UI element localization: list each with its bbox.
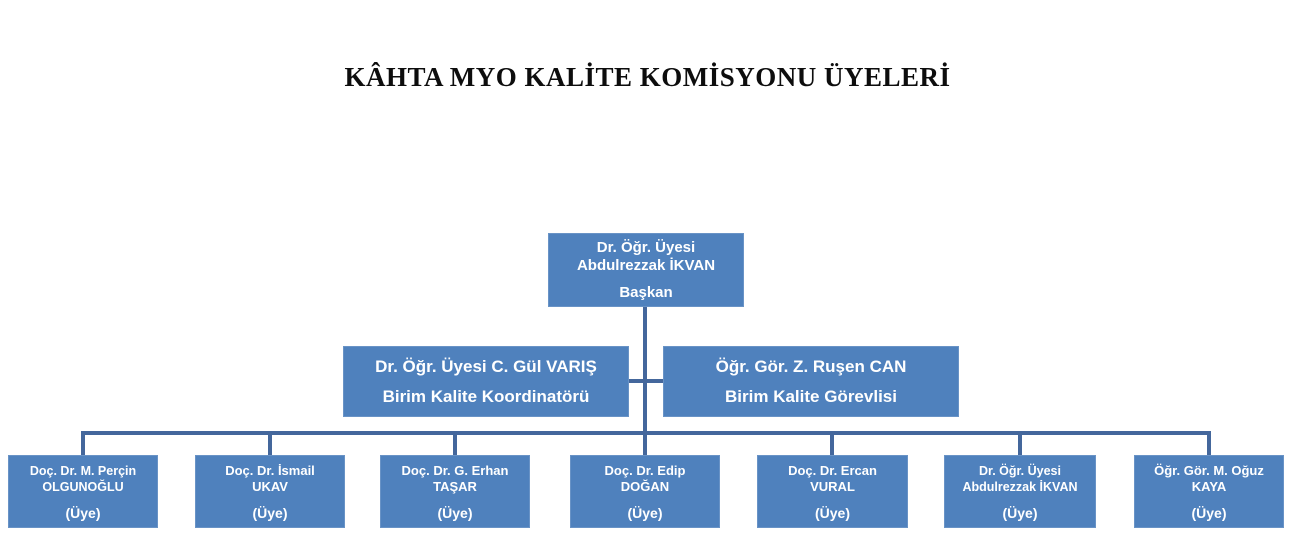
member-role-label: (Üye) bbox=[252, 504, 288, 521]
member-role-label: (Üye) bbox=[814, 504, 850, 521]
member-box-ukav: Doç. Dr. İsmail UKAV (Üye) bbox=[195, 455, 345, 528]
chairman-name-line: Abdulrezzak İKVAN bbox=[576, 256, 716, 274]
member-name-line: Doç. Dr. G. Erhan bbox=[401, 462, 509, 478]
chairman-name-line: Dr. Öğr. Üyesi bbox=[596, 238, 696, 256]
member-name-line: Doç. Dr. M. Perçin bbox=[29, 463, 137, 478]
connector-stub bbox=[1207, 431, 1211, 455]
coordinator-role-label: Birim Kalite Koordinatörü bbox=[382, 386, 590, 406]
page-title: KÂHTA MYO KALİTE KOMİSYONU ÜYELERİ bbox=[344, 62, 951, 92]
member-name-line: DOĞAN bbox=[620, 478, 670, 494]
coordinator-box-can: Öğr. Gör. Z. Ruşen CAN Birim Kalite Göre… bbox=[663, 346, 959, 417]
member-role-label: (Üye) bbox=[65, 504, 101, 521]
member-name-line: KAYA bbox=[1191, 478, 1227, 494]
connector-stub bbox=[830, 431, 834, 455]
member-box-ikvan: Dr. Öğr. Üyesi Abdulrezzak İKVAN (Üye) bbox=[944, 455, 1096, 528]
coordinator-name: Dr. Öğr. Üyesi C. Gül VARIŞ bbox=[375, 356, 597, 376]
member-name-line: Dr. Öğr. Üyesi bbox=[979, 463, 1061, 478]
member-role-label: (Üye) bbox=[1191, 504, 1227, 521]
chairman-role-label: Başkan bbox=[619, 283, 673, 301]
member-name-line: Öğr. Gör. M. Oğuz bbox=[1154, 462, 1264, 478]
member-box-tasar: Doç. Dr. G. Erhan TAŞAR (Üye) bbox=[380, 455, 530, 528]
connector-stub bbox=[268, 431, 272, 455]
connector-cross bbox=[627, 379, 663, 383]
member-name-line: Doç. Dr. Ercan bbox=[788, 462, 877, 478]
member-role-label: (Üye) bbox=[437, 504, 473, 521]
member-name-line: Doç. Dr. İsmail bbox=[225, 462, 315, 478]
member-name-line: UKAV bbox=[252, 478, 288, 494]
member-box-dogan: Doç. Dr. Edip DOĞAN (Üye) bbox=[570, 455, 720, 528]
chairman-box: Dr. Öğr. Üyesi Abdulrezzak İKVAN Başkan bbox=[548, 233, 744, 307]
member-box-vural: Doç. Dr. Ercan VURAL (Üye) bbox=[757, 455, 908, 528]
member-box-olgunoglu: Doç. Dr. M. Perçin OLGUNOĞLU (Üye) bbox=[8, 455, 158, 528]
member-name-line: VURAL bbox=[810, 478, 855, 494]
connector-stub bbox=[1018, 431, 1022, 455]
member-box-kaya: Öğr. Gör. M. Oğuz KAYA (Üye) bbox=[1134, 455, 1284, 528]
member-name-line: TAŞAR bbox=[433, 478, 477, 494]
connector-stub bbox=[81, 431, 85, 455]
connector-stub bbox=[453, 431, 457, 455]
member-name-line: Abdulrezzak İKVAN bbox=[962, 479, 1078, 494]
coordinator-role-label: Birim Kalite Görevlisi bbox=[725, 386, 897, 406]
connector-stub bbox=[643, 431, 647, 455]
coordinator-box-varis: Dr. Öğr. Üyesi C. Gül VARIŞ Birim Kalite… bbox=[343, 346, 629, 417]
member-name-line: Doç. Dr. Edip bbox=[604, 462, 686, 478]
member-role-label: (Üye) bbox=[627, 504, 663, 521]
coordinator-name: Öğr. Gör. Z. Ruşen CAN bbox=[715, 356, 907, 376]
member-role-label: (Üye) bbox=[1002, 504, 1038, 521]
member-name-line: OLGUNOĞLU bbox=[42, 479, 124, 494]
